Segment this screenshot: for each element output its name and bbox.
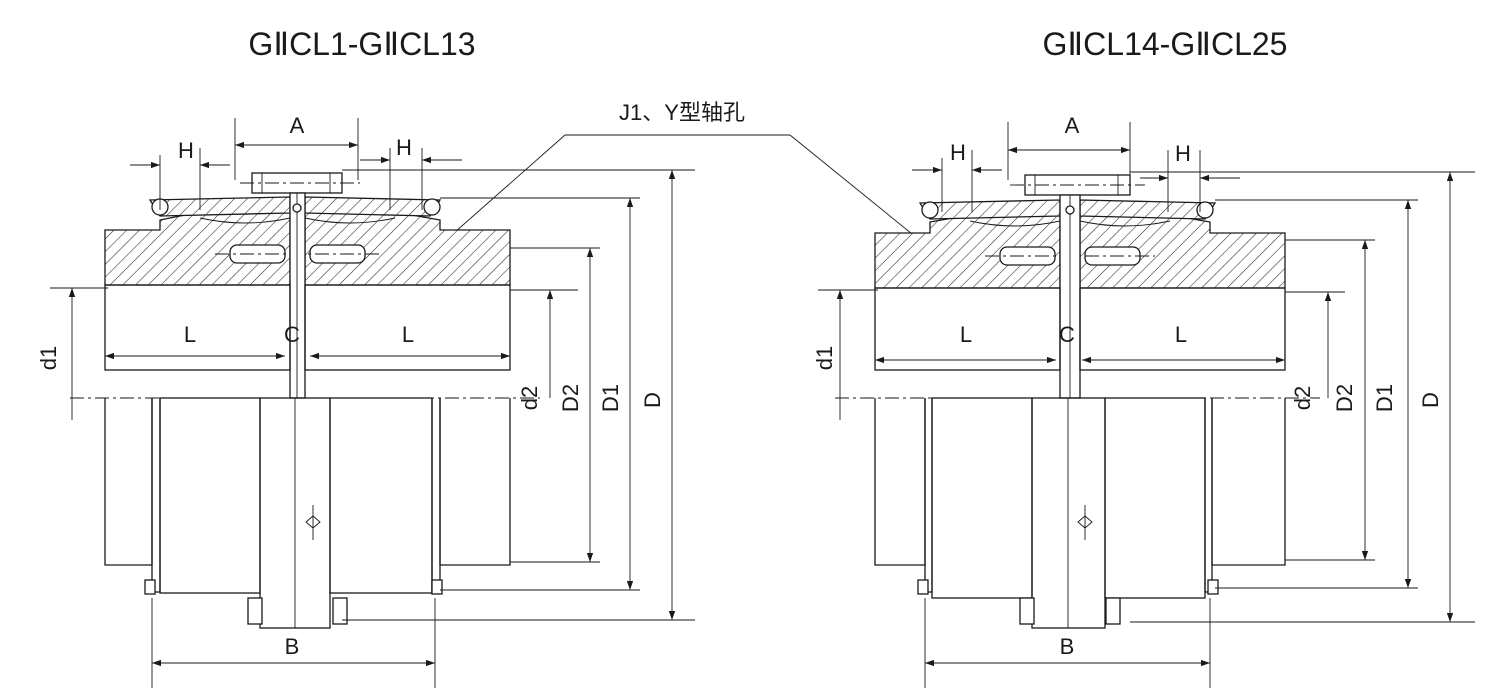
dim-label-c: C <box>284 322 300 347</box>
dim-label-d2-upper: D2 <box>558 384 583 412</box>
dim-label-b: B <box>1060 634 1075 659</box>
left-sleeve-flange <box>148 196 291 217</box>
dim-label-l: L <box>184 322 196 347</box>
dim-label-h: H <box>396 135 412 160</box>
dim-label-a: A <box>1065 113 1080 138</box>
dim-label-d: D <box>640 392 665 408</box>
dim-label-h: H <box>1175 141 1191 166</box>
dim-label-l: L <box>1175 322 1187 347</box>
dim-label-l: L <box>402 322 414 347</box>
dim-label-h: H <box>178 138 194 163</box>
dim-label-d1: d1 <box>812 346 837 370</box>
dim-label-b: B <box>285 634 300 659</box>
dim-label-d1-upper: D1 <box>598 384 623 412</box>
left-dimensions: A H H L L C B d1 d2 D2 <box>36 113 695 688</box>
dim-label-d2-upper: D2 <box>1332 384 1357 412</box>
dim-label-d2: d2 <box>1290 386 1315 410</box>
right-view-title: GⅡCL14-GⅡCL25 <box>1043 26 1288 62</box>
dim-label-d1: d1 <box>36 346 61 370</box>
dim-label-d: D <box>1418 392 1443 408</box>
dim-label-a: A <box>290 113 305 138</box>
dim-label-l: L <box>960 322 972 347</box>
right-dimensions: A H H L L C B d1 d2 D2 D1 <box>812 113 1475 688</box>
left-center-gap <box>289 192 306 399</box>
shaft-bore-callout: J1、Y型轴孔 <box>619 100 745 125</box>
dim-label-h: H <box>950 140 966 165</box>
right-coupling-view <box>835 174 1320 629</box>
dim-label-d2: d2 <box>517 386 542 410</box>
dim-label-c: C <box>1059 322 1075 347</box>
dim-label-d1-upper: D1 <box>1372 384 1397 412</box>
left-view-title: GⅡCL1-GⅡCL13 <box>248 26 475 62</box>
left-coupling-view <box>70 172 540 629</box>
